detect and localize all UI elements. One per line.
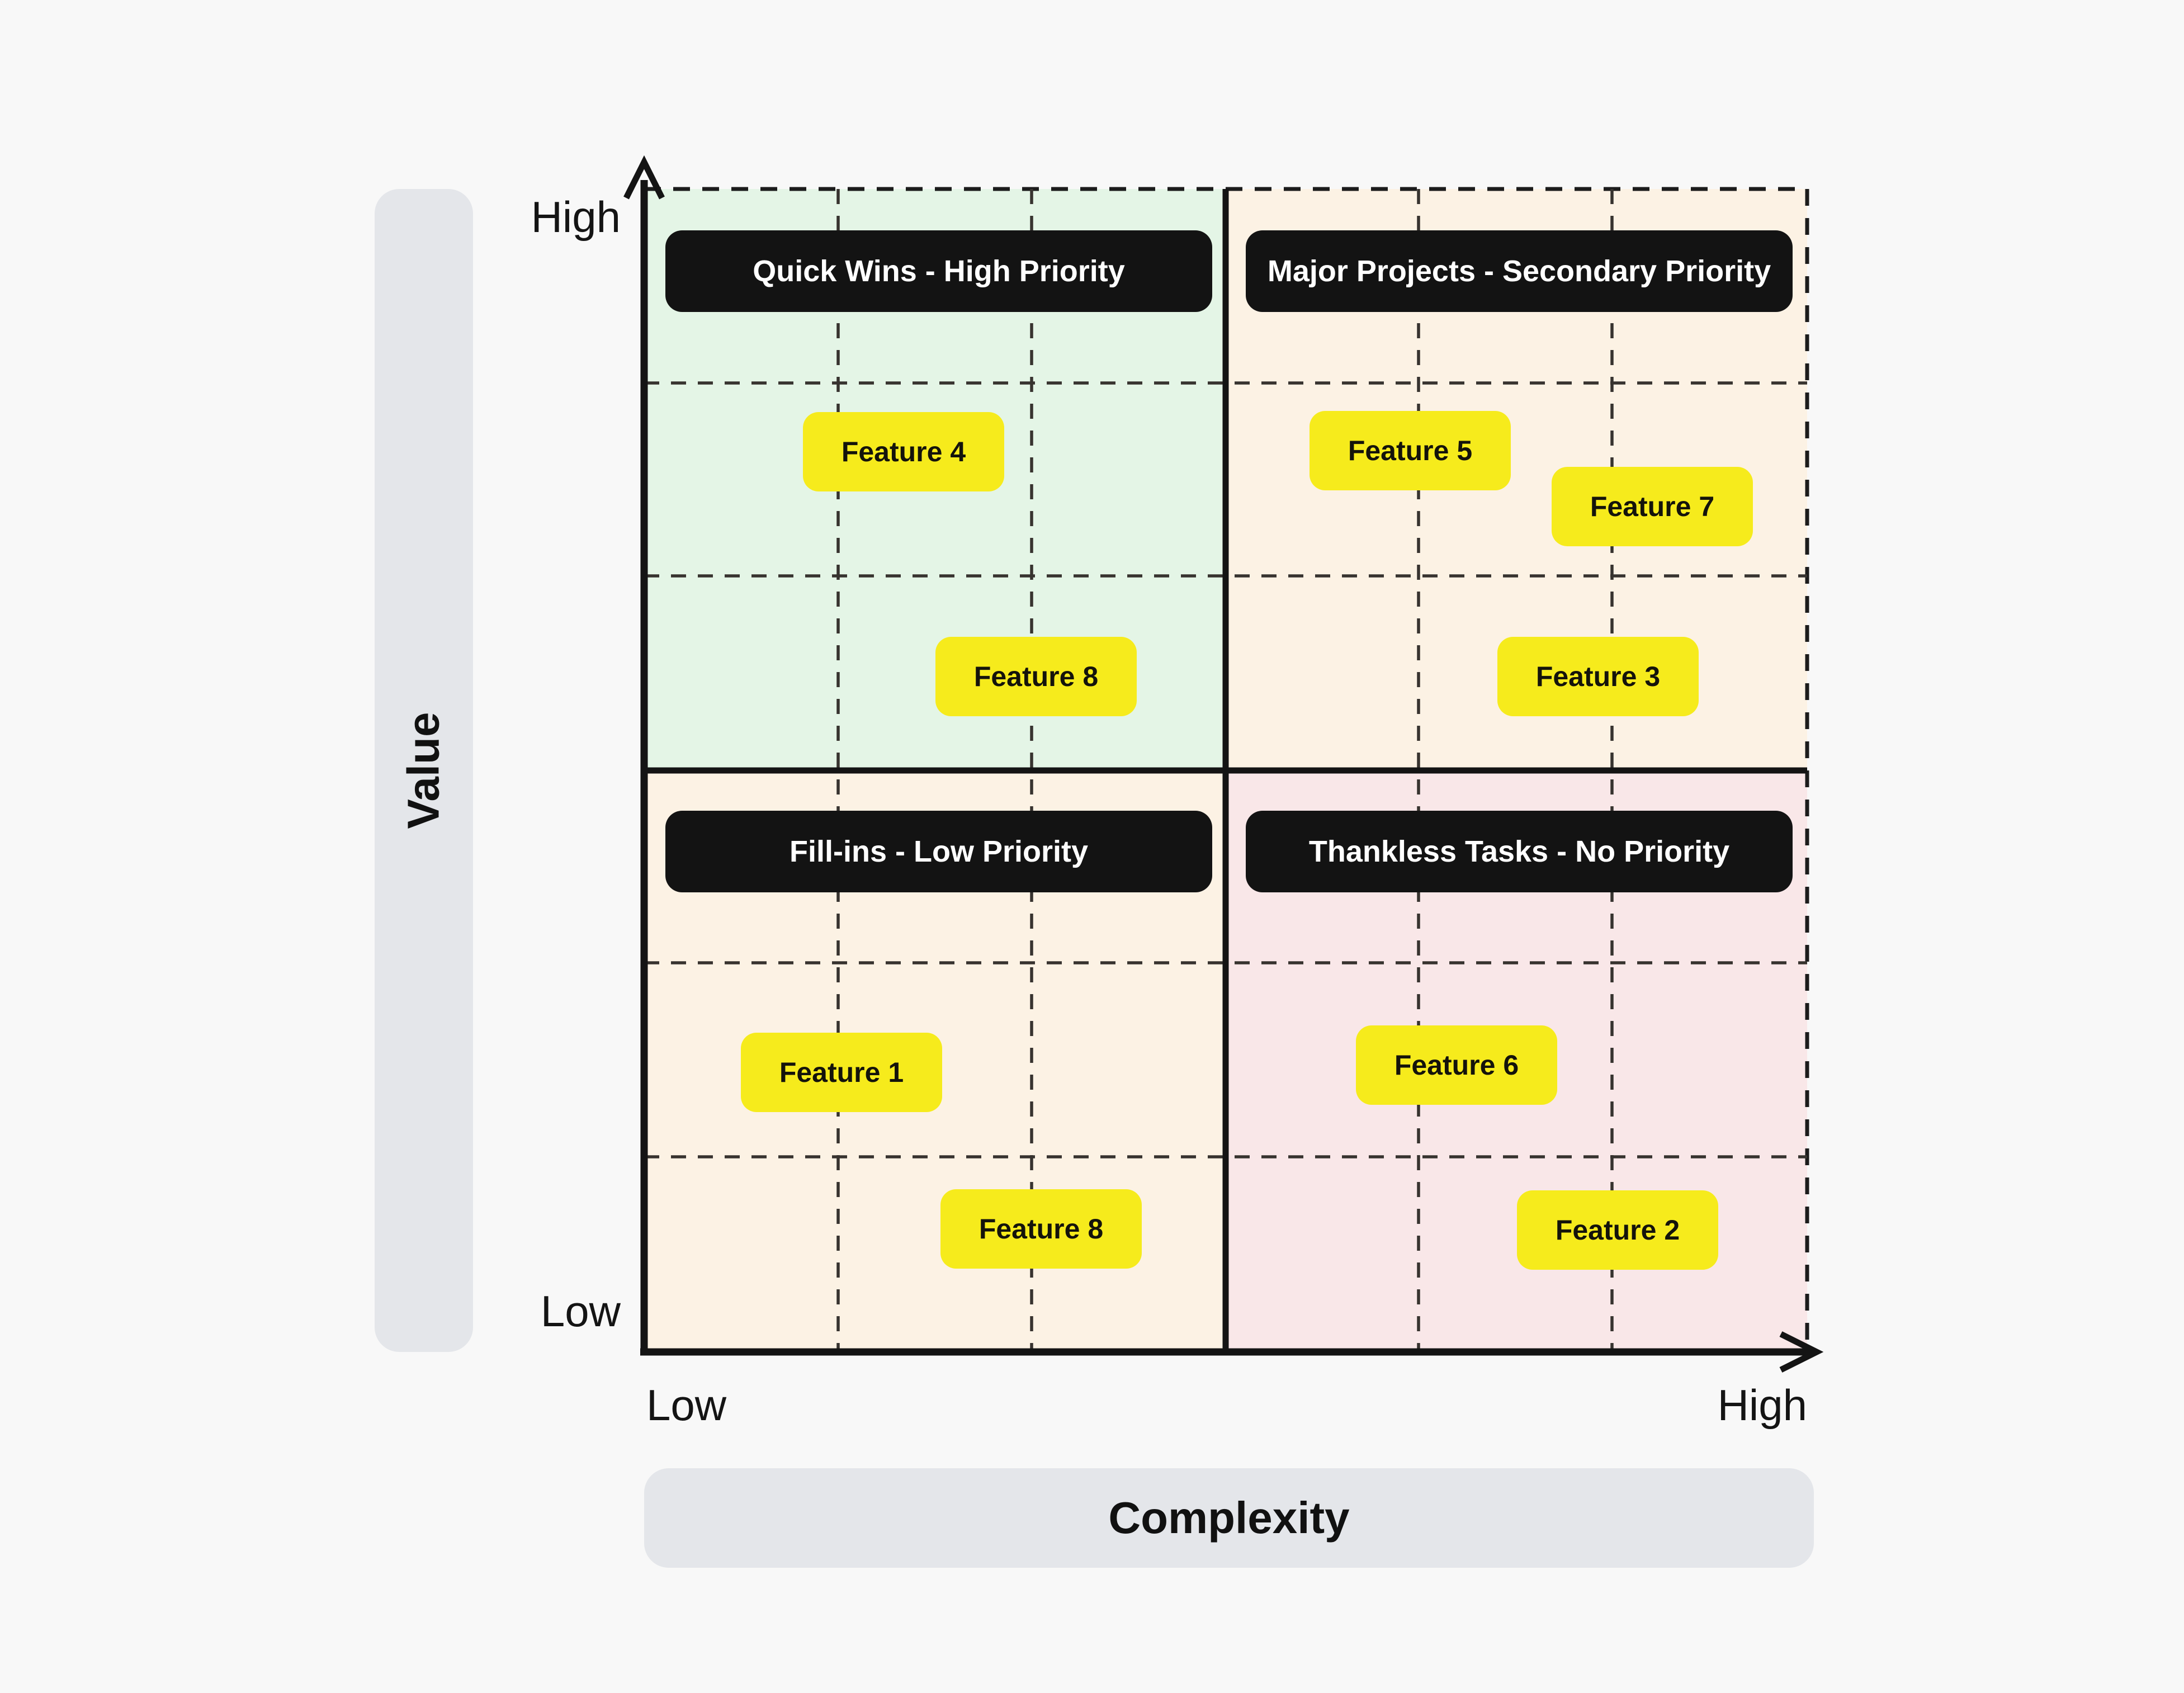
- x-axis-title: Complexity: [1108, 1493, 1350, 1543]
- feature-note: Feature 4: [803, 412, 1004, 491]
- x-axis-max-label: High: [1717, 1380, 1807, 1430]
- feature-note: Feature 8: [940, 1189, 1142, 1269]
- dashed-gridlines: [644, 189, 1807, 1352]
- feature-note: Feature 6: [1356, 1025, 1557, 1105]
- y-axis-arrow-icon: [623, 155, 665, 200]
- x-axis-title-bar: Complexity: [644, 1468, 1814, 1568]
- y-axis-title-bar: Value: [375, 189, 473, 1352]
- feature-note: Feature 2: [1517, 1190, 1718, 1270]
- x-axis-arrow-icon: [1779, 1331, 1824, 1373]
- y-axis-min-label: Low: [540, 1287, 621, 1336]
- feature-note: Feature 5: [1310, 411, 1511, 490]
- quadrant-label-quick-wins: Quick Wins - High Priority: [665, 230, 1212, 312]
- quadrant-label-fill-ins: Fill-ins - Low Priority: [665, 811, 1212, 892]
- y-axis-max-label: High: [531, 192, 621, 242]
- feature-note: Feature 1: [741, 1033, 942, 1112]
- feature-note: Feature 8: [935, 637, 1137, 716]
- x-axis-min-label: Low: [646, 1380, 727, 1430]
- quadrant-label-thankless-tasks: Thankless Tasks - No Priority: [1246, 811, 1793, 892]
- feature-note: Feature 3: [1497, 637, 1699, 716]
- feature-note: Feature 7: [1552, 467, 1753, 546]
- quadrant-label-major-projects: Major Projects - Secondary Priority: [1246, 230, 1793, 312]
